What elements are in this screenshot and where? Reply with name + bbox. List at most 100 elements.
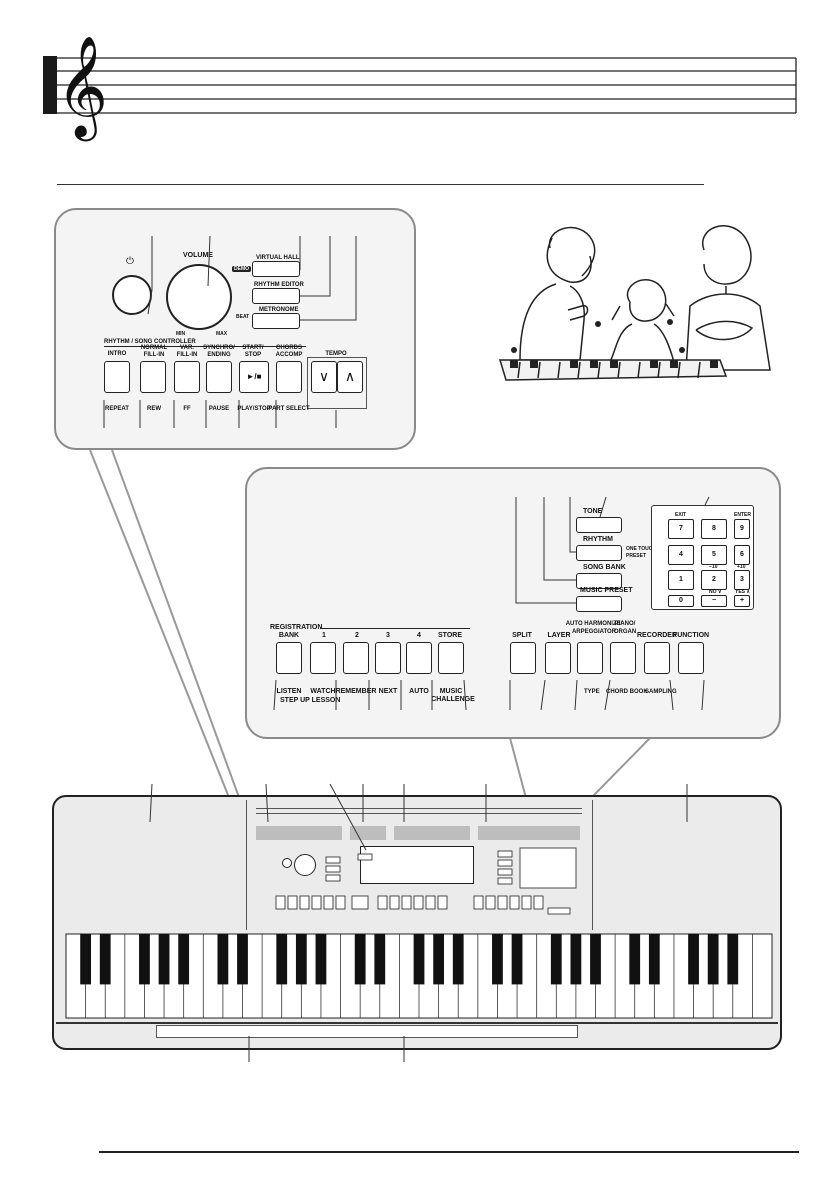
key-9[interactable]: 9	[734, 519, 750, 539]
key-3[interactable]: 3	[734, 570, 750, 590]
registration-label: REGISTRATION	[270, 624, 323, 631]
recorder-button[interactable]	[644, 642, 670, 674]
mini-power-button	[282, 858, 292, 868]
synchro-ending-button[interactable]	[206, 361, 232, 393]
lesson-label-listen: LISTEN	[276, 688, 302, 695]
rhythm-editor-label: RHYTHM EDITOR	[254, 282, 304, 288]
chords-accomp-button[interactable]	[276, 361, 302, 393]
tone-button[interactable]	[576, 517, 622, 533]
reg-label-2: 2	[355, 632, 359, 639]
rhythm-editor-button[interactable]	[252, 288, 300, 304]
tempo-up-button[interactable]: ∧	[337, 361, 363, 393]
power-label: ⏻	[126, 256, 134, 267]
reg-2-button[interactable]	[343, 642, 369, 674]
music-challenge-label-1: MUSIC	[439, 688, 463, 695]
rhythm-song-controller-rule	[104, 346, 306, 347]
black-key	[413, 934, 425, 985]
piano-organ-label-2: ORGAN	[613, 629, 637, 635]
reg-1-button[interactable]	[310, 642, 336, 674]
black-key	[374, 934, 386, 985]
key-2[interactable]: 2	[701, 570, 727, 590]
key-5[interactable]: 5	[701, 545, 727, 565]
black-key	[237, 934, 248, 985]
black-key	[295, 934, 307, 985]
volume-knob[interactable]	[166, 264, 232, 330]
callout-b-leaders	[273, 496, 710, 711]
split-button[interactable]	[510, 642, 536, 674]
footer-rule	[99, 1151, 799, 1153]
treble-clef-icon: 𝄞	[56, 34, 109, 137]
start-stop-label-2: STOP	[244, 352, 262, 358]
lesson-label-auto: AUTO	[409, 688, 429, 695]
black-key	[178, 934, 190, 985]
pause-label: PAUSE	[208, 406, 230, 412]
music-preset-label: MUSIC PRESET	[580, 587, 633, 594]
label-strip-3	[394, 826, 470, 840]
chords-label-1: CHORDS	[275, 345, 303, 351]
auto-harmonize-button[interactable]	[577, 642, 603, 674]
key-7[interactable]: 7	[668, 519, 694, 539]
right-speaker	[592, 800, 779, 930]
lesson-label-next: NEXT	[378, 688, 398, 695]
key-6[interactable]: 6	[734, 545, 750, 565]
bank-button[interactable]	[276, 642, 302, 674]
song-bank-button[interactable]	[576, 573, 622, 589]
top-ridge	[256, 808, 582, 814]
keypad-minus10-label: −10	[709, 564, 718, 570]
tempo-label: TEMPO	[325, 351, 347, 357]
callout-a-leaders	[103, 235, 357, 428]
ff-label: FF	[183, 406, 191, 412]
synchro-label-2: ENDING	[207, 352, 231, 358]
reg-4-button[interactable]	[406, 642, 432, 674]
reg-3-button[interactable]	[375, 642, 401, 674]
rhythm-button[interactable]	[576, 545, 622, 561]
music-challenge-label-2: CHALLENGE	[431, 696, 475, 703]
black-key	[570, 934, 582, 985]
song-bank-label: SONG BANK	[583, 564, 626, 571]
virtual-hall-label: VIRTUAL HALL	[256, 255, 300, 261]
label-strip-1	[256, 826, 342, 840]
repeat-label: REPEAT	[105, 406, 129, 412]
start-stop-button[interactable]: ►/■	[239, 361, 269, 393]
intro-button[interactable]	[104, 361, 130, 393]
auto-harm-label-2: ARPEGGIATOR	[571, 629, 617, 635]
step-up-lesson-label: STEP UP LESSON	[280, 697, 341, 704]
key-8[interactable]: 8	[701, 519, 727, 539]
key-4[interactable]: 4	[668, 545, 694, 565]
recorder-label: RECORDER	[636, 632, 678, 639]
key-0[interactable]: 0	[668, 595, 694, 607]
mini-display	[360, 846, 474, 884]
black-key	[707, 934, 719, 985]
start-stop-label-1: START/	[242, 345, 264, 351]
keypad-yes-label: YES ∧	[735, 589, 751, 595]
var-fill-in-button[interactable]	[174, 361, 200, 393]
lesson-label-remember: REMEMBER	[335, 688, 377, 695]
metronome-label: METRONOME	[259, 307, 299, 313]
reg-label-bank: BANK	[278, 632, 300, 639]
volume-label: VOLUME	[183, 252, 213, 259]
bottom-panel	[56, 1022, 778, 1024]
layer-label: LAYER	[547, 632, 571, 639]
piano-organ-button[interactable]	[610, 642, 636, 674]
black-key	[629, 934, 641, 985]
metronome-button[interactable]	[252, 313, 300, 329]
callout-a-panel	[54, 208, 416, 450]
black-key	[315, 934, 327, 985]
tempo-down-button[interactable]: ∨	[311, 361, 337, 393]
key-1[interactable]: 1	[668, 570, 694, 590]
music-preset-button[interactable]	[576, 596, 622, 612]
function-button[interactable]	[678, 642, 704, 674]
black-key	[139, 934, 150, 985]
key-plus[interactable]: +	[734, 595, 750, 607]
rhythm-label: RHYTHM	[583, 536, 613, 543]
store-button[interactable]	[438, 642, 464, 674]
demo-label: DEMO	[232, 266, 251, 272]
intro-label: INTRO	[107, 351, 127, 357]
layer-button[interactable]	[545, 642, 571, 674]
key-minus[interactable]: −	[701, 595, 727, 607]
black-key	[99, 934, 111, 985]
normal-fill-in-button[interactable]	[140, 361, 166, 393]
black-key	[511, 934, 523, 985]
